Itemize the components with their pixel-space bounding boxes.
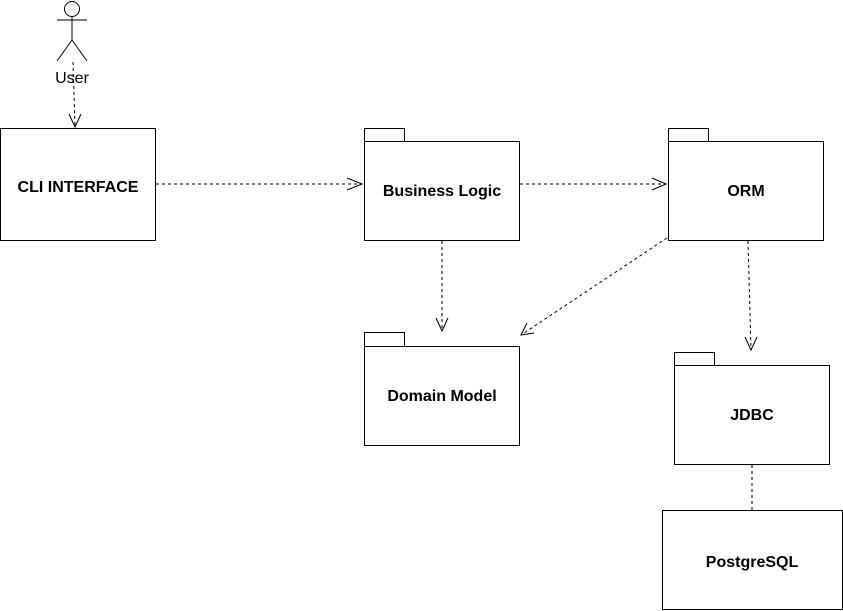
cli-interface-box[interactable]: CLI INTERFACE	[0, 128, 156, 241]
postgresql-box[interactable]: PostgreSQL	[662, 510, 843, 610]
package-body	[364, 141, 520, 241]
package-body	[364, 346, 520, 446]
dependency-business-logic-to-domain-model	[435, 241, 449, 333]
orm-label: ORM	[727, 183, 764, 200]
cli-interface-label: CLI INTERFACE	[18, 179, 139, 196]
user-actor[interactable]: User	[55, 1, 90, 88]
actor-left-leg	[56, 39, 73, 62]
cli-interface-rect	[0, 128, 156, 241]
domain-model-label: Domain Model	[387, 388, 496, 405]
dependency-cli-to-business-logic	[156, 177, 364, 191]
postgresql-label: PostgreSQL	[706, 554, 799, 571]
dependency-user-to-cli	[68, 61, 82, 129]
package-body	[674, 365, 830, 465]
jdbc-label: JDBC	[730, 407, 774, 424]
orm-package[interactable]: ORM	[668, 128, 824, 241]
actor-head	[64, 1, 80, 17]
dependency-orm-to-jdbc	[744, 240, 758, 352]
jdbc-package[interactable]: JDBC	[674, 352, 830, 465]
actor-label: User	[55, 70, 89, 87]
dependency-orm-to-domain-model	[520, 237, 668, 336]
actor-right-leg	[71, 39, 88, 62]
domain-model-package[interactable]: Domain Model	[364, 332, 520, 446]
package-tab	[364, 128, 405, 142]
package-tab	[674, 352, 715, 366]
package-body	[668, 141, 824, 241]
postgresql-rect	[662, 510, 843, 610]
business-logic-label: Business Logic	[383, 183, 501, 200]
package-tab	[668, 128, 709, 142]
business-logic-package[interactable]: Business Logic	[364, 128, 520, 241]
package-tab	[364, 332, 405, 347]
dependency-business-logic-to-orm	[520, 177, 668, 191]
